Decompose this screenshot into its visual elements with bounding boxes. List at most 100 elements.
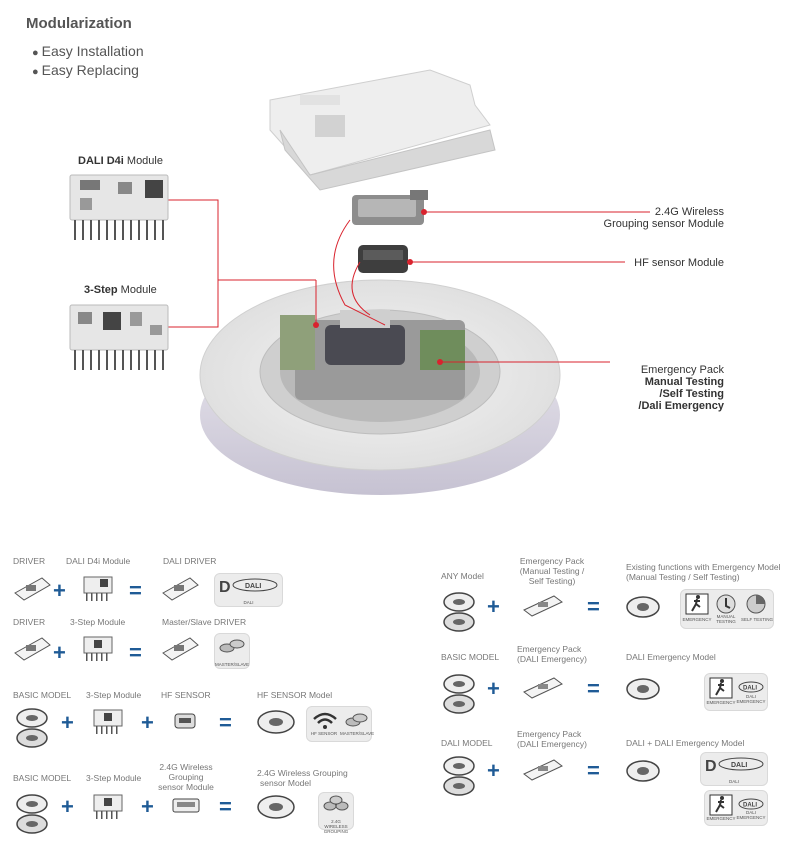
emergency-exit-icon bbox=[685, 593, 709, 615]
svg-text:DALI: DALI bbox=[743, 686, 757, 692]
plus-icon: + bbox=[487, 594, 500, 619]
page-title: Modularization bbox=[26, 15, 132, 32]
step-pcb bbox=[69, 304, 169, 370]
plus-icon: + bbox=[487, 758, 500, 783]
dali-module-icon bbox=[83, 576, 113, 601]
exploded-diagram bbox=[69, 69, 650, 495]
combo3-label-1: BASIC MODEL bbox=[13, 690, 72, 700]
dali-badge: D DALI DALI bbox=[214, 573, 283, 607]
wifi-icon bbox=[313, 712, 337, 729]
basic-model-icon bbox=[16, 794, 48, 834]
combo3-label-3: HF SENSOR bbox=[161, 690, 211, 700]
emergency-pack-icon bbox=[523, 759, 563, 781]
wireless-grouping-badge: 2.4G WIRELESS GROUPING bbox=[318, 792, 354, 834]
combo1-label-2: DALI D4i Module bbox=[66, 556, 131, 566]
master-slave-icon bbox=[219, 639, 245, 653]
combo3-label-2: 3-Step Module bbox=[86, 690, 142, 700]
hf-sensor-model-icon bbox=[257, 710, 295, 734]
emergency-pack-icon bbox=[523, 595, 563, 617]
any-model-icon bbox=[443, 592, 475, 632]
self-testing-icon bbox=[746, 594, 766, 614]
dali-logo-icon: DALI bbox=[738, 681, 764, 693]
master-slave-badge: MASTER/SLAVE bbox=[214, 633, 250, 669]
combo2-label-1: DRIVER bbox=[13, 617, 46, 627]
dali-pcb bbox=[69, 174, 169, 240]
hf-callout: HF sensor Module bbox=[634, 257, 724, 269]
step-module-label: 3-Step Module bbox=[84, 284, 157, 296]
svg-text:DALI: DALI bbox=[245, 583, 261, 590]
combo1-label-3: DALI DRIVER bbox=[163, 556, 217, 566]
driver-icon bbox=[14, 577, 51, 601]
plus-icon: + bbox=[53, 640, 66, 665]
dali-logo-icon: DALI bbox=[738, 798, 764, 810]
manual-testing-icon bbox=[716, 594, 736, 614]
rcombo2-label-3: DALI Emergency Model bbox=[626, 652, 716, 662]
step-module-icon bbox=[83, 636, 113, 661]
rcombo1-label-1: ANY Model bbox=[441, 571, 484, 581]
dali-model-icon bbox=[443, 756, 475, 796]
equals-icon: = bbox=[587, 758, 600, 783]
equals-icon: = bbox=[587, 594, 600, 619]
plus-icon: + bbox=[61, 794, 74, 819]
rcombo2-label-2: Emergency Pack(DALI Emergency) bbox=[517, 644, 587, 665]
emergency-exit-icon bbox=[709, 677, 733, 699]
equals-icon: = bbox=[587, 676, 600, 701]
hf-sensor-badge: HF SENSOR MASTER/SLAVE bbox=[306, 706, 374, 742]
svg-text:D: D bbox=[219, 579, 231, 596]
master-slave-driver-icon bbox=[162, 637, 199, 661]
plus-icon: + bbox=[61, 710, 74, 735]
dali-module-label: DALI D4i Module bbox=[78, 155, 163, 167]
rcombo3-label-3: DALI + DALI Emergency Model bbox=[626, 738, 745, 748]
dali-logo-icon: D DALI bbox=[219, 578, 278, 596]
combo4-label-1: BASIC MODEL bbox=[13, 773, 72, 783]
existing-model-icon bbox=[626, 596, 660, 618]
combo2-label-3: Master/Slave DRIVER bbox=[162, 617, 247, 627]
rcombo2-label-1: BASIC MODEL bbox=[441, 652, 500, 662]
equals-icon: = bbox=[219, 794, 232, 819]
rcombo1-label-3: Existing functions with Emergency Model(… bbox=[626, 562, 781, 583]
callout-lines bbox=[168, 199, 650, 363]
base-housing bbox=[199, 279, 561, 495]
svg-text:DALI: DALI bbox=[743, 803, 757, 809]
wireless-module-icon bbox=[172, 798, 200, 813]
rcombo1-label-2: Emergency Pack(Manual Testing /Self Test… bbox=[519, 556, 585, 587]
dali-emergency-model-icon bbox=[626, 678, 660, 700]
plus-icon: + bbox=[141, 794, 154, 819]
dali-driver-icon bbox=[162, 577, 199, 601]
bullet-easy-replacing: Easy Replacing bbox=[32, 62, 139, 78]
wireless-grouping-icon bbox=[323, 795, 349, 811]
emergency-exit-icon bbox=[709, 794, 733, 816]
hf-module-part bbox=[358, 245, 408, 273]
combo1-label-1: DRIVER bbox=[13, 556, 46, 566]
driver-icon bbox=[14, 637, 51, 661]
master-slave-icon bbox=[345, 713, 368, 727]
basic-model-icon bbox=[16, 708, 48, 748]
svg-text:DALI: DALI bbox=[731, 762, 747, 769]
emergency-callout: Emergency Pack Manual Testing /Self Test… bbox=[638, 364, 724, 412]
combo2-label-2: 3-Step Module bbox=[70, 617, 126, 627]
hf-sensor-icon bbox=[174, 713, 196, 729]
equals-icon: = bbox=[219, 710, 232, 735]
plus-icon: + bbox=[53, 578, 66, 603]
rcombo3-label-1: DALI MODEL bbox=[441, 738, 493, 748]
step-module-icon bbox=[93, 794, 123, 819]
step-module-icon bbox=[93, 709, 123, 734]
plus-icon: + bbox=[141, 710, 154, 735]
equals-icon: = bbox=[129, 578, 142, 603]
wireless-module-part bbox=[352, 190, 428, 225]
basic-model-icon bbox=[443, 674, 475, 714]
equals-icon: = bbox=[129, 640, 142, 665]
dali-plus-emergency-model-icon bbox=[626, 760, 660, 782]
combo4-label-2: 3-Step Module bbox=[86, 773, 142, 783]
bullet-easy-installation: Easy Installation bbox=[32, 43, 144, 59]
wireless-sensor-model-icon bbox=[257, 795, 295, 819]
emergency-pack-icon bbox=[523, 677, 563, 699]
